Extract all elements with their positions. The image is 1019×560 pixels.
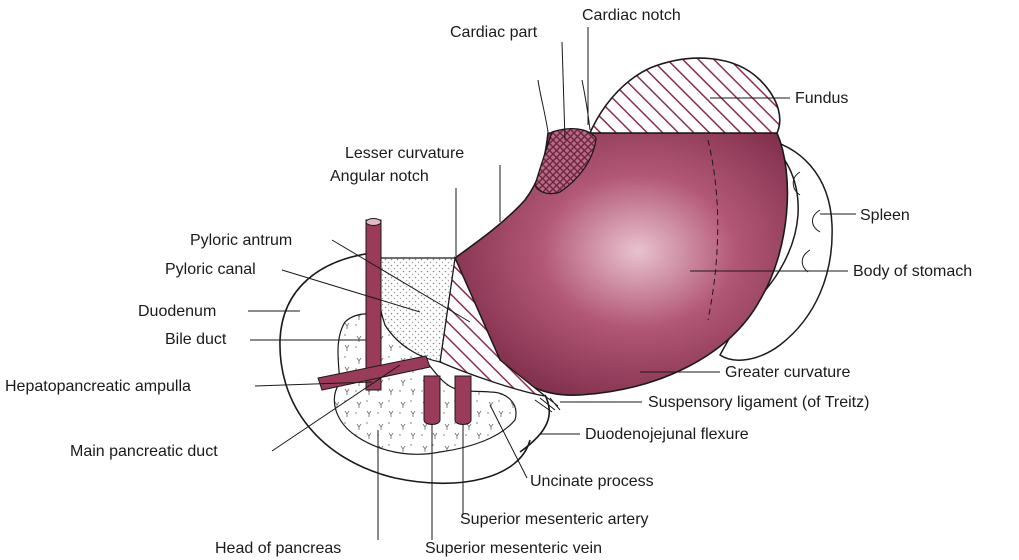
label-superior-mesenteric-artery: Superior mesenteric artery [460, 511, 649, 528]
label-spleen: Spleen [860, 207, 910, 224]
label-cardiac-part: Cardiac part [450, 24, 538, 41]
superior-mesenteric-vein-vessel [424, 376, 440, 425]
label-superior-mesenteric-vein: Superior mesenteric vein [425, 540, 602, 557]
label-greater-curvature: Greater curvature [725, 364, 850, 381]
label-pyloric-canal: Pyloric canal [165, 261, 256, 278]
bile-duct [366, 220, 381, 390]
esophagus-left [538, 80, 548, 132]
label-pyloric-antrum: Pyloric antrum [190, 232, 292, 249]
label-lesser-curvature: Lesser curvature [345, 145, 464, 162]
label-suspensory-ligament: Suspensory ligament (of Treitz) [648, 394, 869, 411]
suspensory-ligament-fibres [535, 396, 560, 412]
duodenum-inner [520, 395, 549, 452]
label-fundus: Fundus [795, 90, 848, 107]
label-main-pancreatic-duct: Main pancreatic duct [70, 443, 218, 460]
label-cardiac-notch: Cardiac notch [582, 7, 681, 24]
esophagus-right [582, 80, 590, 130]
stomach-fundus [590, 58, 780, 133]
label-head-of-pancreas: Head of pancreas [215, 540, 341, 557]
label-hepatopancreatic-ampulla: Hepatopancreatic ampulla [5, 378, 191, 395]
label-body-of-stomach: Body of stomach [853, 263, 972, 280]
label-bile-duct: Bile duct [165, 331, 227, 348]
superior-mesenteric-artery-vessel [455, 376, 471, 425]
label-uncinate-process: Uncinate process [530, 473, 654, 490]
leader-cardiac-part [562, 42, 565, 140]
label-angular-notch: Angular notch [330, 168, 429, 185]
label-duodenojejunal-flexure: Duodenojejunal flexure [585, 426, 749, 443]
bile-duct-opening [366, 219, 381, 226]
label-duodenum: Duodenum [138, 303, 216, 320]
